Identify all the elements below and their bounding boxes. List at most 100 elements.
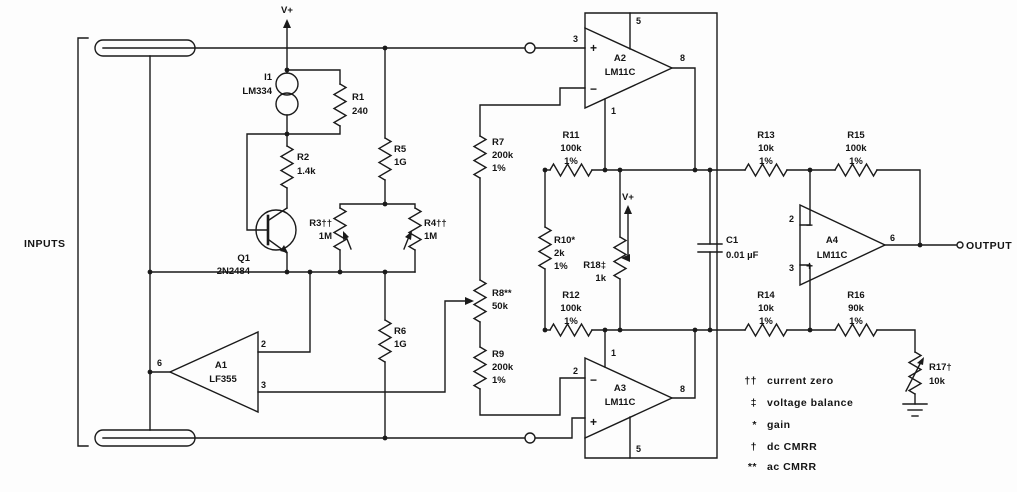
input-connector-top bbox=[94, 39, 196, 57]
a2-pin-comp: 5 bbox=[636, 16, 641, 26]
a3-pin-out: 8 bbox=[680, 384, 685, 394]
legend-sym-1: ‡ bbox=[751, 397, 757, 409]
r16-ref: R16 bbox=[847, 290, 864, 301]
inputs-label: INPUTS bbox=[24, 238, 66, 250]
r13-tol: 1% bbox=[759, 156, 773, 167]
legend-text-3: dc CMRR bbox=[767, 441, 817, 453]
r6-ref: R6 bbox=[394, 326, 406, 337]
a2-ref: A2 bbox=[614, 53, 626, 64]
a2-plus-sign: + bbox=[590, 41, 597, 55]
r11-tol: 1% bbox=[564, 156, 578, 167]
legend-text-4: ac CMRR bbox=[767, 461, 817, 473]
resistor-r9 bbox=[473, 346, 487, 390]
resistor-r1 bbox=[333, 83, 347, 127]
r17-ref: R17† bbox=[929, 362, 952, 373]
current-source-i1 bbox=[275, 72, 299, 116]
legend-sym-4: ** bbox=[748, 461, 758, 473]
vplus-arrow-top-icon bbox=[283, 19, 291, 28]
r12-value: 100k bbox=[560, 303, 582, 314]
r16-value: 90k bbox=[848, 303, 865, 314]
vplus-arrow-mid-icon bbox=[624, 205, 632, 214]
r18-ref: R18‡ bbox=[583, 260, 606, 271]
a4-pin-noninv: 3 bbox=[789, 263, 794, 273]
r10-value: 2k bbox=[554, 248, 565, 259]
a1-pin-top: 2 bbox=[261, 339, 266, 349]
i1-ref: I1 bbox=[264, 72, 273, 83]
r18-value: 1k bbox=[595, 273, 606, 284]
a1-pin-bottom: 3 bbox=[261, 380, 266, 390]
legend-sym-2: * bbox=[752, 419, 757, 431]
vplus-mid-label: V+ bbox=[622, 192, 634, 203]
r9-ref: R9 bbox=[492, 349, 504, 360]
a4-pin-inv: 2 bbox=[789, 214, 794, 224]
i1-part: LM334 bbox=[242, 86, 272, 97]
r17-value: 10k bbox=[929, 376, 946, 387]
opamp-a4 bbox=[799, 203, 887, 287]
r14-value: 10k bbox=[758, 303, 775, 314]
c1-ref: C1 bbox=[726, 235, 739, 246]
opamp-a1 bbox=[168, 330, 259, 414]
r3-value: 1M bbox=[319, 231, 332, 242]
a2-pin-bal: 1 bbox=[611, 106, 616, 116]
r7-tol: 1% bbox=[492, 163, 506, 174]
a3-ref: A3 bbox=[614, 383, 626, 394]
legend-text-0: current zero bbox=[767, 375, 834, 387]
r4-ref: R4†† bbox=[424, 218, 447, 229]
a1-pin-out: 6 bbox=[157, 358, 162, 368]
r10-tol: 1% bbox=[554, 261, 568, 272]
transistor-q1 bbox=[255, 209, 297, 253]
legend-text-2: gain bbox=[767, 419, 791, 431]
legend-sym-3: † bbox=[751, 441, 757, 453]
r9-tol: 1% bbox=[492, 375, 506, 386]
resistor-r10 bbox=[538, 226, 552, 270]
a3-pin-comp: 5 bbox=[636, 444, 641, 454]
legend-text-1: voltage balance bbox=[767, 397, 853, 409]
r16-tol: 1% bbox=[849, 316, 863, 327]
potentiometer-r17 bbox=[908, 351, 924, 395]
r7-ref: R7 bbox=[492, 137, 504, 148]
output-terminal-icon bbox=[956, 241, 964, 249]
a3-part: LM11C bbox=[605, 397, 636, 408]
r3-ref: R3†† bbox=[309, 218, 332, 229]
resistor-r7 bbox=[473, 135, 487, 179]
resistor-r2 bbox=[280, 145, 294, 189]
r13-value: 10k bbox=[758, 143, 775, 154]
r1-value: 240 bbox=[352, 106, 368, 117]
a3-minus-sign: − bbox=[590, 373, 597, 387]
a2-pin-out: 8 bbox=[680, 53, 685, 63]
r15-tol: 1% bbox=[849, 156, 863, 167]
guard-terminal-top-icon bbox=[524, 42, 536, 54]
wires bbox=[102, 12, 958, 459]
r14-tol: 1% bbox=[759, 316, 773, 327]
r11-value: 100k bbox=[560, 143, 582, 154]
r4-value: 1M bbox=[424, 231, 437, 242]
q1-ref: Q1 bbox=[237, 253, 250, 264]
r8-value: 50k bbox=[492, 301, 509, 312]
a3-pin-inv: 2 bbox=[573, 366, 578, 376]
a4-plus-sign: + bbox=[806, 259, 813, 273]
junction-dots bbox=[147, 45, 923, 441]
r12-ref: R12 bbox=[562, 290, 579, 301]
r12-tol: 1% bbox=[564, 316, 578, 327]
c1-value: 0.01 µF bbox=[726, 250, 759, 261]
r7-value: 200k bbox=[492, 150, 514, 161]
input-bracket bbox=[77, 37, 89, 447]
a2-part: LM11C bbox=[605, 67, 636, 78]
r2-ref: R2 bbox=[297, 152, 309, 163]
a2-pin-noninv: 3 bbox=[573, 34, 578, 44]
input-connector-bottom bbox=[94, 429, 196, 447]
q1-part: 2N2484 bbox=[217, 266, 251, 277]
resistor-r6 bbox=[378, 319, 392, 363]
r5-ref: R5 bbox=[394, 144, 407, 155]
r2-value: 1.4k bbox=[297, 166, 316, 177]
opamp-a2 bbox=[584, 26, 674, 110]
r15-value: 100k bbox=[845, 143, 867, 154]
r5-value: 1G bbox=[394, 157, 407, 168]
resistor-r5 bbox=[378, 137, 392, 181]
r11-ref: R11 bbox=[563, 130, 581, 141]
legend: †† current zero ‡ voltage balance * gain… bbox=[744, 375, 853, 473]
a2-minus-sign: − bbox=[590, 82, 597, 96]
a4-ref: A4 bbox=[826, 235, 839, 246]
potentiometer-r3 bbox=[333, 207, 349, 251]
